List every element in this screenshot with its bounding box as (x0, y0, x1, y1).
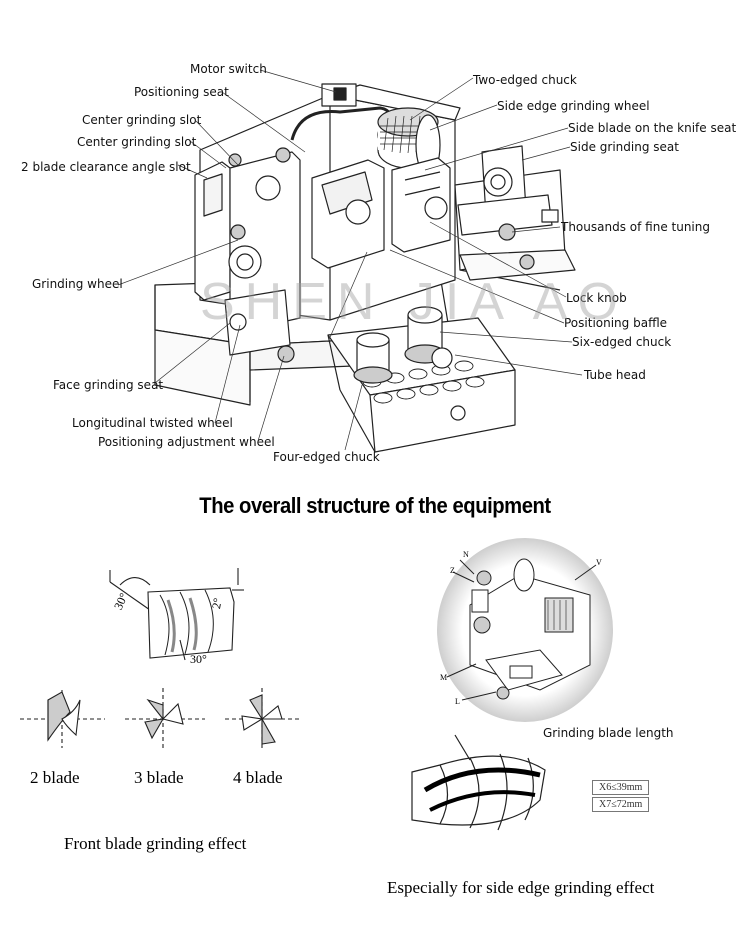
page-title: The overall structure of the equipment (199, 493, 551, 518)
label-blade-clearance-slot: 2 blade clearance angle slot (21, 160, 191, 174)
label-center-grinding-slot-1: Center grinding slot (82, 113, 202, 127)
marker-m: M (440, 673, 448, 682)
label-grinding-wheel: Grinding wheel (32, 277, 123, 291)
label-side-edge-grinding-wheel: Side edge grinding wheel (497, 99, 650, 113)
label-four-edged-chuck: Four-edged chuck (273, 450, 380, 464)
label-center-grinding-slot-2: Center grinding slot (77, 135, 197, 149)
label-2-blade: 2 blade (30, 768, 80, 787)
marker-v: V (596, 558, 602, 567)
label-tube-head: Tube head (584, 368, 646, 382)
label-positioning-baffle: Positioning baffle (564, 316, 668, 330)
watermark: SHEN JIA AO (200, 273, 628, 331)
spec-x6: X6≤39mm (592, 780, 650, 795)
label-grinding-blade-length: Grinding blade length (543, 726, 674, 740)
label-face-grinding-seat: Face grinding seat (53, 378, 164, 392)
label-side-grinding-seat: Side grinding seat (570, 140, 679, 154)
label-4-blade: 4 blade (233, 768, 283, 787)
marker-n: N (463, 550, 469, 559)
marker-z: Z (450, 566, 455, 575)
angle-label-3: 30° (190, 652, 207, 666)
label-six-edged-chuck: Six-edged chuck (572, 335, 672, 349)
label-side-blade-knife-seat: Side blade on the knife seat (568, 121, 737, 135)
label-lock-knob: Lock knob (566, 291, 627, 305)
label-positioning-adjustment-wheel: Positioning adjustment wheel (98, 435, 275, 449)
label-thousands-fine-tuning: Thousands of fine tuning (561, 220, 710, 234)
side-edge-caption: Especially for side edge grinding effect (387, 878, 655, 897)
spec-x7: X7≤72mm (592, 797, 650, 812)
label-3-blade: 3 blade (134, 768, 184, 787)
label-motor-switch: Motor switch (190, 62, 267, 76)
marker-l: L (455, 697, 460, 706)
front-blade-caption: Front blade grinding effect (64, 834, 247, 853)
label-longitudinal-twisted-wheel: Longitudinal twisted wheel (72, 416, 233, 430)
label-two-edged-chuck: Two-edged chuck (473, 73, 577, 87)
label-positioning-seat: Positioning seat (134, 85, 229, 99)
